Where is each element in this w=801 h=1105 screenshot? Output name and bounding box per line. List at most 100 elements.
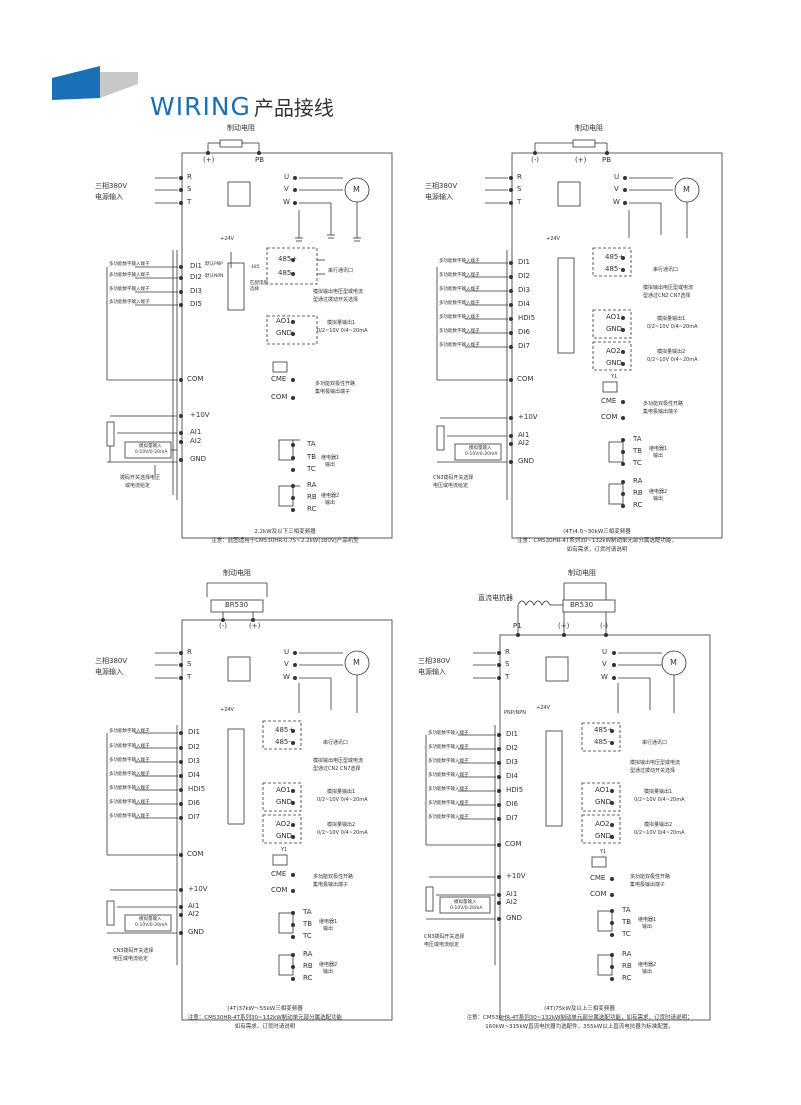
plus10v-terminal: +10V — [190, 411, 210, 419]
caption-1: 2.2kW及以下三相变频器 注意：此图适用于CM530HR-0.75~2.2kW… — [85, 528, 485, 546]
caption-3-note2: 如有需求，订货时请说明 — [234, 1024, 296, 1030]
ao1-gnd-terminal: GND — [595, 798, 612, 806]
ta-terminal: TA — [622, 906, 631, 914]
terminal-r: R — [517, 173, 522, 181]
terminal-v: V — [614, 185, 619, 193]
di-func-2: 多功能数字输入端子 — [109, 744, 150, 749]
relay1-output: 输出 — [323, 926, 334, 932]
ra-terminal: RA — [622, 950, 632, 958]
cme-label-1: 多功能双极性开路 — [313, 874, 354, 880]
di-func-5: 多功能数字输入端子 — [109, 786, 150, 791]
wiring-diagram-1: 制动电阻 (+) PB 三相380V 电源输入 R S T U V W M +2… — [95, 120, 495, 660]
ao1-label-2: 0/2~10V 0/4~20mA — [317, 797, 368, 803]
power-input-line1: 三相380V — [95, 182, 128, 190]
ao1-label-1: 模拟量输出1 — [657, 316, 686, 322]
rc-terminal: RC — [307, 505, 317, 513]
relay1-label: 继电器1 — [638, 917, 657, 923]
caption-4-title: (4T)75kW及以上三相变频器 — [544, 1006, 615, 1012]
com-terminal: COM — [187, 375, 204, 383]
ta-terminal: TA — [303, 908, 312, 916]
br530-label: BR530 — [225, 601, 249, 609]
comm-label: 串行通讯口 — [323, 740, 349, 746]
rs485-plus: 485+ — [605, 253, 625, 261]
di3-label: DI3 — [190, 287, 202, 295]
terminal-w: W — [613, 198, 620, 206]
ta-terminal: TA — [307, 440, 316, 448]
hdi5-label: HDI5 — [506, 786, 524, 794]
di-func-7: 多功能数字输入端子 — [428, 815, 469, 820]
di1-label: DI1 — [190, 262, 202, 270]
ao1-terminal: AO1 — [606, 313, 621, 321]
gray-bar — [100, 72, 138, 98]
ao2-terminal: AO2 — [606, 347, 621, 355]
relay1-output: 输出 — [642, 924, 653, 930]
terminal-v: V — [284, 185, 289, 193]
ao-label-1: 模拟量输出1 — [327, 320, 356, 326]
cme-label-2: 集电极输出端子 — [315, 389, 351, 395]
terminal-r: R — [505, 648, 510, 656]
power-input-line2: 电源输入 — [425, 193, 453, 201]
cme-label-2: 集电极输出端子 — [313, 882, 349, 888]
diagram-1-lines — [106, 139, 393, 539]
di-func-5: 多功能数字输入端子 — [439, 315, 480, 320]
terminal-s: S — [187, 660, 192, 668]
ao-switch-1: 模拟输出电压型或电流 — [630, 760, 681, 766]
ai2-terminal: AI2 — [190, 437, 202, 445]
caption-2-title: (4T)4.0~30kW三相变频器 — [563, 529, 631, 535]
ai2-terminal: AI2 — [188, 910, 200, 918]
tc-terminal: TC — [633, 459, 642, 467]
caption-3-title: (4T)37kW～55kW三相变频器 — [227, 1006, 303, 1012]
terminal-w: W — [283, 198, 290, 206]
terminal-r: R — [187, 173, 192, 181]
ta-terminal: TA — [633, 435, 642, 443]
minus-terminal: (-) — [219, 622, 227, 630]
gnd-terminal: GND — [506, 914, 523, 922]
di-func-4: 多功能数字输入端子 — [428, 773, 469, 778]
di7-label: DI7 — [506, 814, 518, 822]
relay2-output: 输出 — [642, 969, 653, 975]
ao2-gnd-terminal: GND — [276, 832, 293, 840]
brake-resistor-label: 制动电阻 — [568, 569, 596, 577]
di-func-2: 多功能数字输入端子 — [428, 745, 469, 750]
caption-1-title: 2.2kW及以下三相变频器 — [254, 529, 316, 535]
di7-label: DI7 — [188, 813, 200, 821]
ao1-gnd-terminal: GND — [276, 798, 293, 806]
com-terminal: COM — [505, 840, 522, 848]
header-decoration — [52, 66, 138, 100]
relay1-label: 继电器1 — [321, 455, 340, 461]
ai-switch-2: 或电流给定 — [125, 483, 151, 489]
rb-terminal: RB — [633, 489, 643, 497]
ai-note-1: 模拟量输入 — [454, 900, 477, 905]
com-terminal: COM — [517, 375, 534, 383]
ai2-terminal: AI2 — [506, 898, 518, 906]
di-func-1: 多功能数字输入端子 — [428, 731, 469, 736]
di4-label: DI4 — [506, 772, 518, 780]
motor-label: M — [353, 658, 360, 667]
rs485-minus: 485- — [605, 265, 621, 273]
di6-label: DI6 — [518, 328, 530, 336]
power-input-line1: 三相380V — [425, 182, 458, 190]
di7-label: DI7 — [518, 342, 530, 350]
tc-terminal: TC — [303, 932, 312, 940]
cme-com-terminal: COM — [271, 393, 288, 401]
title-en: WIRING — [150, 92, 251, 121]
title-cn: 产品接线 — [253, 96, 334, 120]
terminal-u: U — [284, 173, 290, 181]
di-func-3: 多功能数字输入端子 — [439, 287, 480, 292]
pnp-npn-label: PNP/NPN — [504, 710, 526, 716]
gnd-terminal: GND — [188, 928, 205, 936]
plus-terminal: (+) — [575, 156, 587, 164]
di2-label: DI2 — [518, 272, 530, 280]
ao2-gnd-terminal: GND — [595, 832, 612, 840]
ao2-gnd-terminal: GND — [606, 359, 623, 367]
di-func-1: 多功能数字输入端子 — [109, 262, 150, 267]
cme-terminal: CME — [601, 397, 617, 405]
com-terminal: COM — [187, 850, 204, 858]
cme-com-terminal: COM — [601, 413, 618, 421]
relay1-output: 输出 — [325, 462, 336, 468]
ai-switch-1: CN3拨码开关选择 — [424, 934, 465, 940]
terminal-v: V — [284, 660, 289, 668]
minus-terminal: (-) — [531, 156, 539, 164]
ai1-terminal: AI1 — [190, 428, 202, 436]
relay1-label: 继电器1 — [319, 919, 338, 925]
